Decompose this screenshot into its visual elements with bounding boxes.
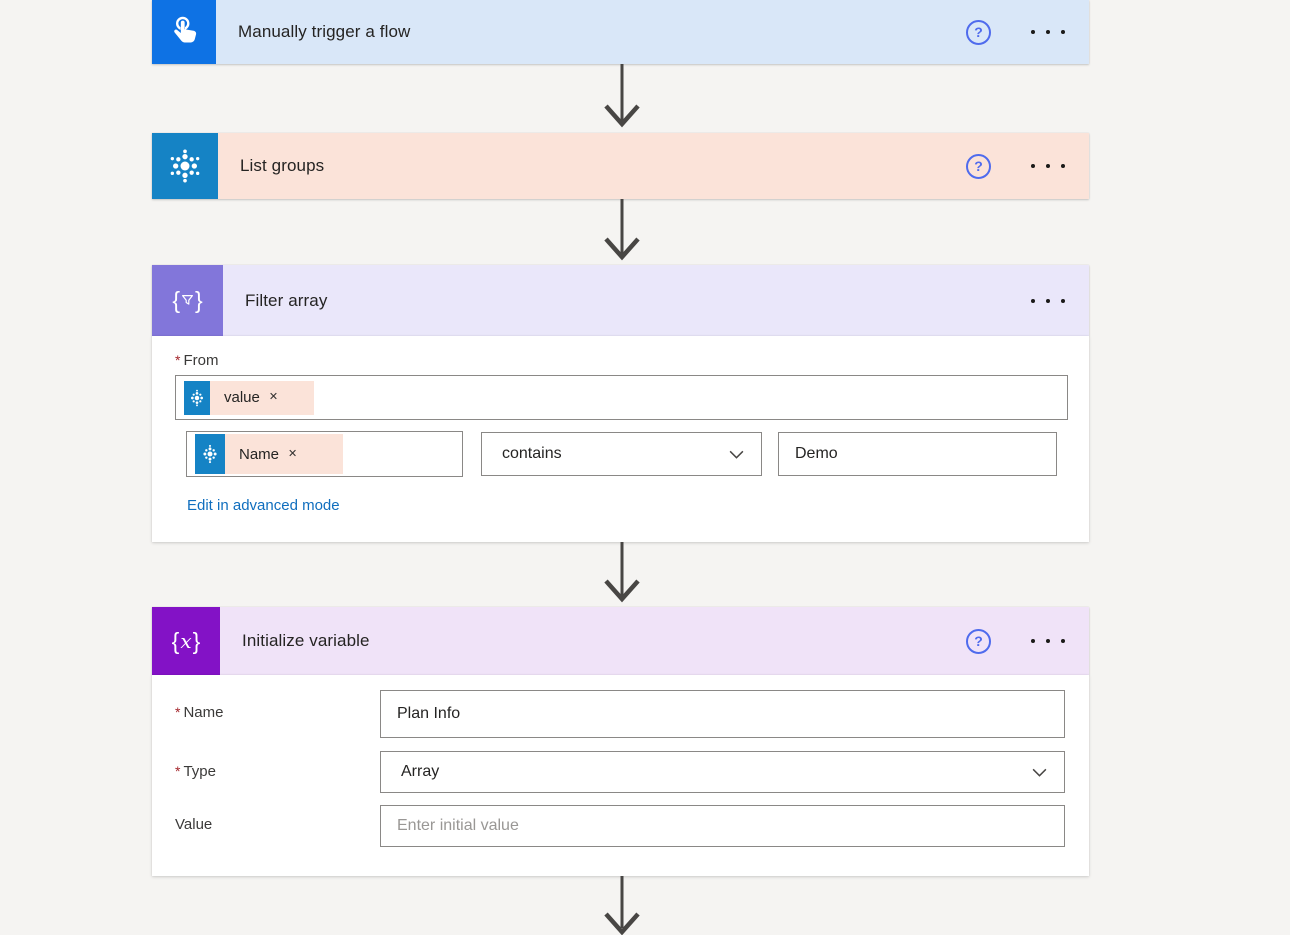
from-label: *From <box>175 352 219 369</box>
header-actions: ? <box>966 0 1089 64</box>
comparison-value-input[interactable] <box>778 432 1057 476</box>
arrow-down-icon <box>604 199 640 261</box>
value-label: Value <box>175 816 213 833</box>
type-value: Array <box>401 763 440 780</box>
connector-arrow <box>590 542 654 607</box>
value-input[interactable] <box>380 805 1065 847</box>
office365-groups-icon <box>184 380 210 415</box>
help-button[interactable]: ? <box>966 628 991 654</box>
header-actions <box>1029 265 1089 336</box>
token-label: value <box>224 389 260 406</box>
arrow-down-icon <box>604 876 640 935</box>
remove-token-button[interactable]: ✕ <box>268 391 279 403</box>
filter-array-icon: { } <box>152 265 223 336</box>
name-token-chip[interactable]: Name ✕ <box>195 434 344 474</box>
connector-arrow <box>590 876 654 935</box>
ellipsis-icon <box>1031 298 1035 303</box>
variable-braces-icon: {x} <box>171 627 201 654</box>
token-label: Name <box>239 445 280 463</box>
office365-groups-icon <box>195 434 225 474</box>
action-card-list-groups: List groups ? <box>152 133 1089 199</box>
ellipsis-icon <box>1031 639 1035 643</box>
chevron-down-icon <box>729 450 744 459</box>
action-card-initialize-variable: {x} Initialize variable ? *Name *Type <box>152 607 1089 876</box>
action-card-manual-trigger: Manually trigger a flow ? <box>152 0 1089 64</box>
card-title: Manually trigger a flow <box>238 22 411 41</box>
operator-select[interactable]: contains <box>481 432 762 476</box>
funnel-icon <box>182 295 193 305</box>
card-title-area: Filter array <box>223 265 1029 336</box>
card-title-area: Initialize variable <box>220 607 966 675</box>
card-title: Initialize variable <box>242 631 370 650</box>
office365-groups-icon <box>152 133 218 199</box>
ellipsis-icon <box>1031 30 1035 34</box>
help-icon: ? <box>974 158 983 174</box>
more-menu-button[interactable] <box>1029 158 1067 174</box>
filter-array-body: *From value ✕ <box>152 336 1089 542</box>
groups-dots-icon <box>170 149 200 183</box>
help-button[interactable]: ? <box>966 153 991 179</box>
chevron-down-icon <box>1032 768 1047 777</box>
token-label-wrap: value ✕ <box>210 380 315 415</box>
required-asterisk: * <box>175 763 181 779</box>
tap-hand-icon <box>174 16 197 43</box>
operator-value: contains <box>502 445 562 462</box>
name-input[interactable] <box>380 690 1065 738</box>
token-label-wrap: Name ✕ <box>225 434 344 474</box>
name-label: *Name <box>175 704 224 721</box>
type-select[interactable]: Array <box>380 751 1065 793</box>
connector-arrow <box>590 64 654 132</box>
initialize-variable-icon: {x} <box>152 607 220 675</box>
value-token-chip[interactable]: value ✕ <box>184 380 315 415</box>
card-title: List groups <box>240 156 325 175</box>
more-menu-button[interactable] <box>1029 293 1067 309</box>
connector-arrow <box>590 199 654 265</box>
list-groups-header[interactable]: List groups ? <box>152 133 1089 199</box>
initialize-variable-header[interactable]: {x} Initialize variable ? <box>152 607 1089 675</box>
help-icon: ? <box>974 633 983 649</box>
more-menu-button[interactable] <box>1029 24 1067 40</box>
manual-trigger-icon <box>152 0 216 64</box>
filter-braces-funnel-icon: { } <box>172 287 203 313</box>
card-title: Filter array <box>245 290 328 310</box>
card-title-area: Manually trigger a flow <box>216 0 966 64</box>
ellipsis-icon <box>1031 164 1035 168</box>
required-asterisk: * <box>175 704 181 720</box>
arrow-down-icon <box>604 64 640 128</box>
type-label: *Type <box>175 763 216 780</box>
arrow-down-icon <box>604 542 640 603</box>
remove-token-button[interactable]: ✕ <box>288 447 298 460</box>
initialize-variable-body: *Name *Type Array Value <box>152 675 1089 876</box>
header-actions: ? <box>966 607 1089 675</box>
from-input[interactable]: value ✕ <box>175 375 1068 420</box>
help-button[interactable]: ? <box>966 19 991 45</box>
required-asterisk: * <box>175 352 181 368</box>
card-title-area: List groups <box>218 133 966 199</box>
filter-array-header[interactable]: { } Filter array <box>152 265 1089 336</box>
advanced-mode-link[interactable]: Edit in advanced mode <box>187 497 340 514</box>
more-menu-button[interactable] <box>1029 633 1067 649</box>
manual-trigger-header[interactable]: Manually trigger a flow ? <box>152 0 1089 64</box>
help-icon: ? <box>974 24 983 40</box>
header-actions: ? <box>966 133 1089 199</box>
action-card-filter-array: { } Filter array *From <box>152 265 1089 542</box>
condition-left-input[interactable]: Name ✕ <box>186 431 463 477</box>
